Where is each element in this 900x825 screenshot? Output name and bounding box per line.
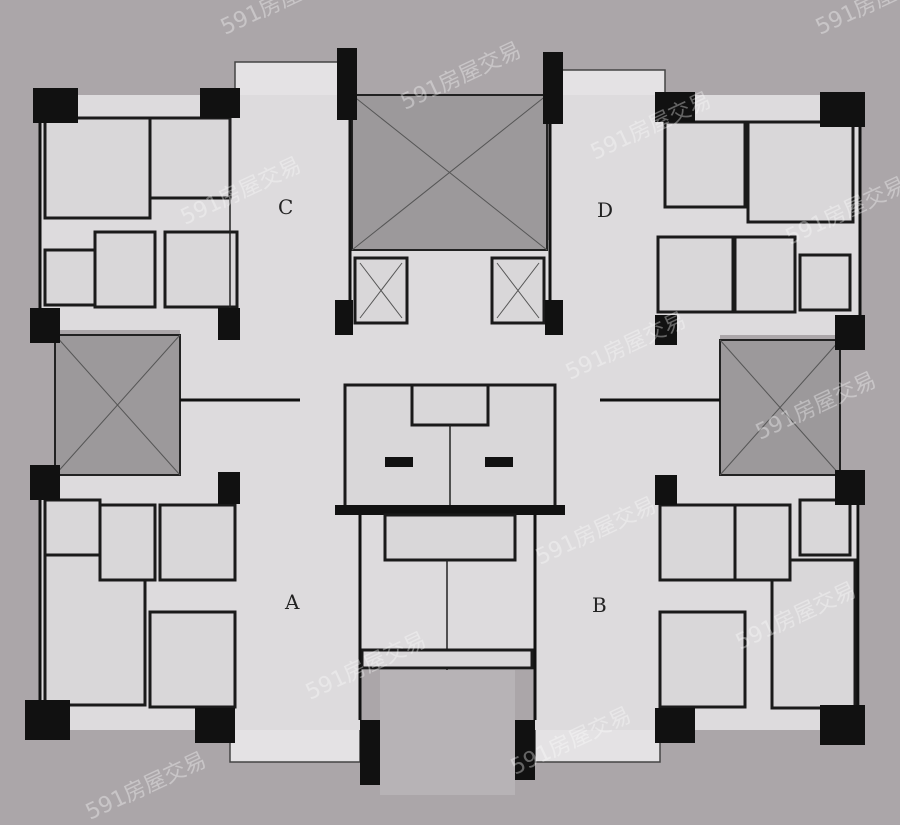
unit-c [43, 116, 239, 310]
watermark: 591房屋交易 [812, 0, 900, 40]
outer-walls [38, 120, 862, 720]
stair-core [335, 383, 565, 562]
atrium-shaft [351, 94, 548, 251]
elevator-left [353, 256, 409, 325]
unit-label-b: B [592, 593, 607, 617]
balcony-top-left [234, 61, 346, 101]
elevator-right [490, 256, 546, 325]
light-well-right [719, 339, 841, 476]
unit-label-c: C [278, 195, 293, 219]
entrance-lobby [360, 560, 534, 795]
columns [25, 48, 865, 785]
watermark: 591房屋交易 [217, 0, 345, 40]
unit-b [658, 498, 857, 710]
watermark: 591房屋交易 [82, 748, 210, 825]
unit-a [43, 498, 237, 709]
light-well-left [54, 334, 181, 476]
unit-d [656, 120, 855, 314]
unit-label-d: D [597, 198, 613, 222]
unit-label-a: A [284, 590, 300, 614]
